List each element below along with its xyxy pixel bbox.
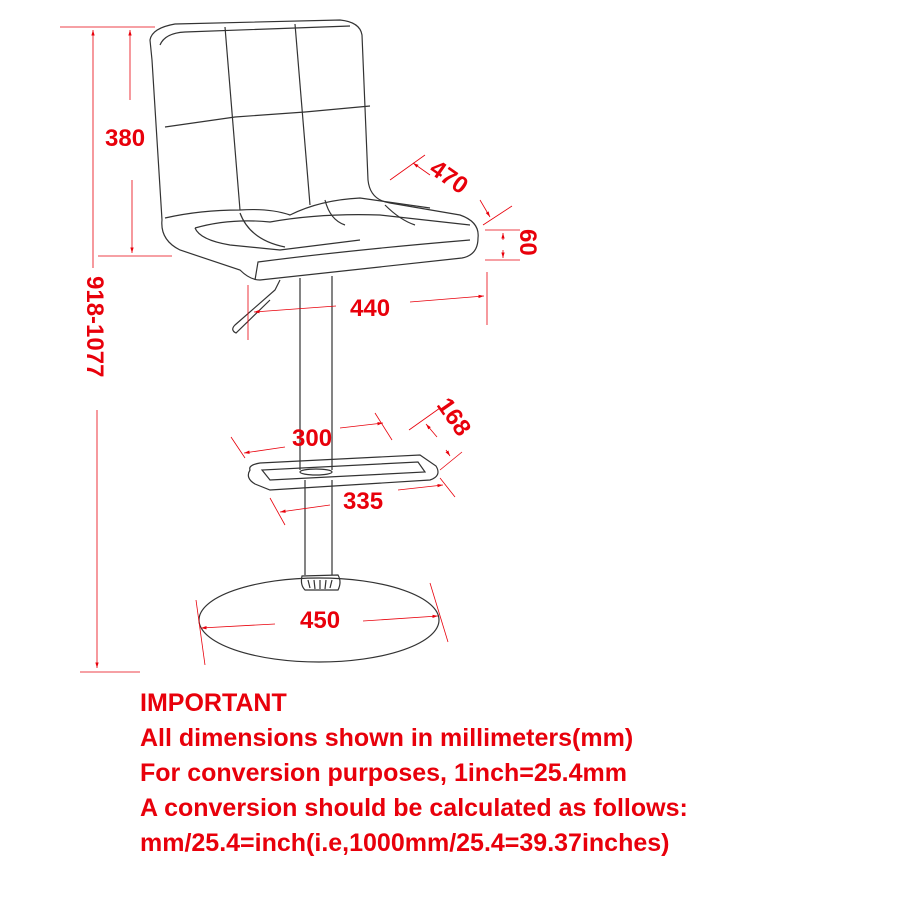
dim-seat-depth: 470: [425, 155, 473, 200]
dimension-lines: [60, 26, 520, 673]
dim-seat-width: 440: [350, 295, 390, 322]
dim-overall-height: 918-1077: [81, 276, 108, 377]
stool-outline: [149, 19, 479, 663]
dim-backrest-height: 380: [105, 125, 145, 152]
dim-seat-thickness: 60: [514, 229, 541, 256]
notes-line-conversion-intro: A conversion should be calculated as fol…: [140, 794, 688, 822]
dim-footrest-depth: 168: [431, 393, 476, 441]
notes-line-conversion-example: mm/25.4=inch(i.e,1000mm/25.4=39.37inches…: [140, 829, 670, 857]
notes-block: IMPORTANT All dimensions shown in millim…: [140, 686, 688, 861]
notes-line-units: All dimensions shown in millimeters(mm): [140, 724, 634, 752]
dim-footrest-outer: 335: [343, 488, 383, 515]
dim-base-diameter: 450: [300, 607, 340, 634]
notes-title: IMPORTANT: [140, 689, 287, 717]
dim-footrest-inner: 300: [292, 425, 332, 452]
notes-line-conversion-factor: For conversion purposes, 1inch=25.4mm: [140, 759, 627, 787]
